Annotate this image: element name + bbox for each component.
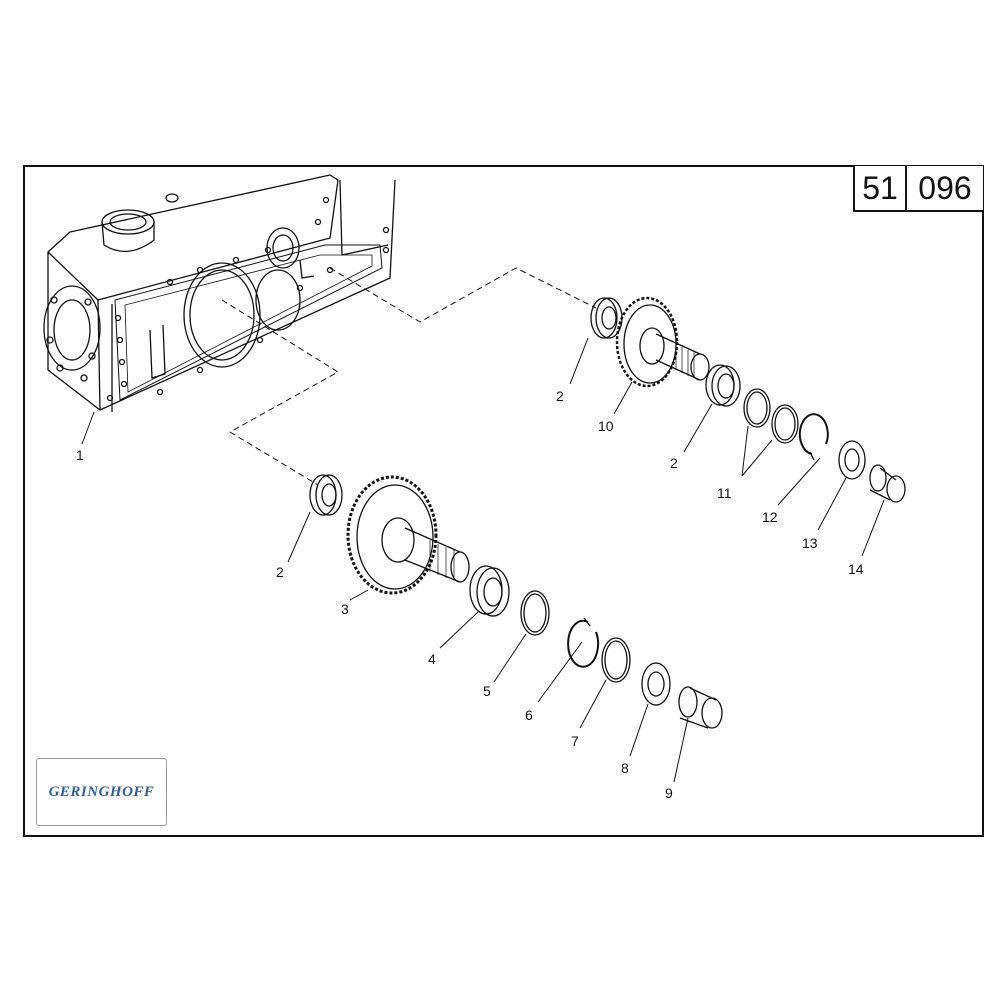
callout-9: 9 [665, 785, 673, 801]
callout-6: 6 [525, 707, 533, 723]
callout-4: 4 [428, 651, 436, 667]
callout-11: 11 [717, 485, 732, 501]
page-group-number: 51 [855, 166, 907, 210]
callout-labels: 1 2 2 2 3 4 5 6 7 8 9 10 11 12 13 14 [76, 388, 864, 801]
callout-3: 3 [341, 601, 349, 617]
callout-8: 8 [621, 760, 629, 776]
callout-5: 5 [483, 683, 491, 699]
page-sheet-number: 096 [918, 169, 972, 206]
upper-shaft-assembly [590, 296, 906, 503]
callout-2-upper-right: 2 [670, 455, 678, 471]
callout-10: 10 [598, 418, 614, 434]
geringhoff-logo: GERINGHOFF [36, 758, 167, 826]
logo-text: GERINGHOFF [48, 783, 155, 800]
drawing-frame [23, 165, 984, 837]
callout-2-upper-left: 2 [556, 388, 564, 404]
callout-1: 1 [76, 447, 84, 463]
lower-shaft-assembly [309, 474, 723, 729]
callout-7: 7 [571, 733, 579, 749]
callout-13: 13 [802, 535, 818, 551]
callout-14: 14 [848, 561, 864, 577]
assembly-lines [221, 267, 597, 486]
gearbox-housing [43, 174, 396, 412]
callout-12: 12 [762, 509, 778, 525]
callout-2-lower: 2 [276, 564, 284, 580]
page-number-box: 51 096 [853, 166, 983, 212]
leader-lines [81, 337, 885, 783]
